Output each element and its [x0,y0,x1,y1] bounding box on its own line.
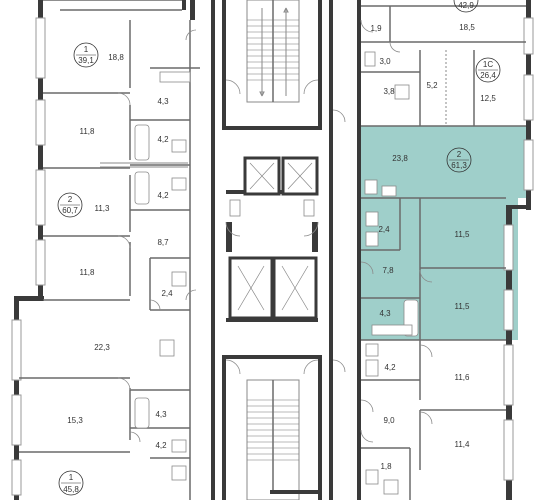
badge-area: 61,3 [451,161,467,170]
area-label: 7,8 [382,266,394,275]
apartment-badge-selected[interactable]: 2 61,3 [446,147,472,173]
left-block-fixtures [100,71,191,481]
area-label: 15,3 [67,416,83,425]
area-label: 2,4 [161,289,173,298]
area-label: 4,3 [379,309,391,318]
area-label: 2,4 [378,225,390,234]
badge-area: 26,4 [480,71,496,80]
stair-top [246,0,300,103]
area-label: 11,4 [455,440,471,449]
right-block-fixtures [364,50,447,495]
area-label: 4,3 [155,410,167,419]
stair-bottom [246,379,322,500]
apartment-badge-c[interactable]: 1 45,8 [58,470,84,496]
core-doors [225,79,319,375]
area-label: 11,5 [455,230,471,239]
apartment-badge-a[interactable]: 1 39,1 [73,42,99,68]
badge-rooms: 2 [457,150,462,159]
apartment-badge-b[interactable]: 2 60,7 [57,192,83,218]
elevators-upper [243,156,319,196]
area-label: 4,2 [157,135,169,144]
area-label: 4,3 [157,97,169,106]
badge-area: 60,7 [62,206,78,215]
area-label: 22,3 [94,343,110,352]
area-label: 4,2 [155,441,167,450]
area-label: 8,7 [157,238,169,247]
badge-rooms: 2 [68,195,73,204]
badge-area: 39,1 [78,56,94,65]
area-label: 11,6 [455,373,471,382]
badge-rooms: 1 [69,473,74,482]
apartment-badge-top-right[interactable]: 42,9 [453,0,479,13]
badge-rooms: 1С [483,60,493,69]
badge-area: 45,8 [63,485,79,494]
left-block-doors [117,29,197,443]
selected-apartment[interactable] [361,126,528,340]
area-label: 11,8 [80,127,96,136]
area-label: 18,5 [459,23,475,32]
area-label: 4,2 [157,191,169,200]
building-core [222,0,322,500]
badge-area: 42,9 [458,1,474,10]
area-label: 9,0 [383,416,395,425]
area-label: 11,3 [95,204,111,213]
left-block-walls [11,0,215,500]
room-area-labels: 18,8 4,3 11,8 4,2 4,2 11,3 8,7 11,8 2,4 … [67,23,496,471]
area-label: 11,5 [455,302,471,311]
area-label: 1,9 [370,24,382,33]
area-label: 3,0 [379,57,391,66]
selected-apartment-rooms-fill [361,198,518,340]
area-label: 4,2 [384,363,396,372]
area-label: 12,5 [480,94,496,103]
area-label: 11,8 [80,268,96,277]
right-block-walls [329,0,534,500]
right-block-partitions [361,5,526,500]
area-label: 1,8 [380,462,392,471]
apartment-badge-e[interactable]: 1С 26,4 [475,57,501,83]
badge-rooms: 1 [84,45,89,54]
area-label: 5,2 [426,81,438,90]
elevators-lower [228,256,318,320]
right-block-doors [332,19,433,443]
area-label: 18,8 [108,53,124,62]
area-label: 23,8 [392,154,408,163]
area-label: 3,8 [383,87,395,96]
